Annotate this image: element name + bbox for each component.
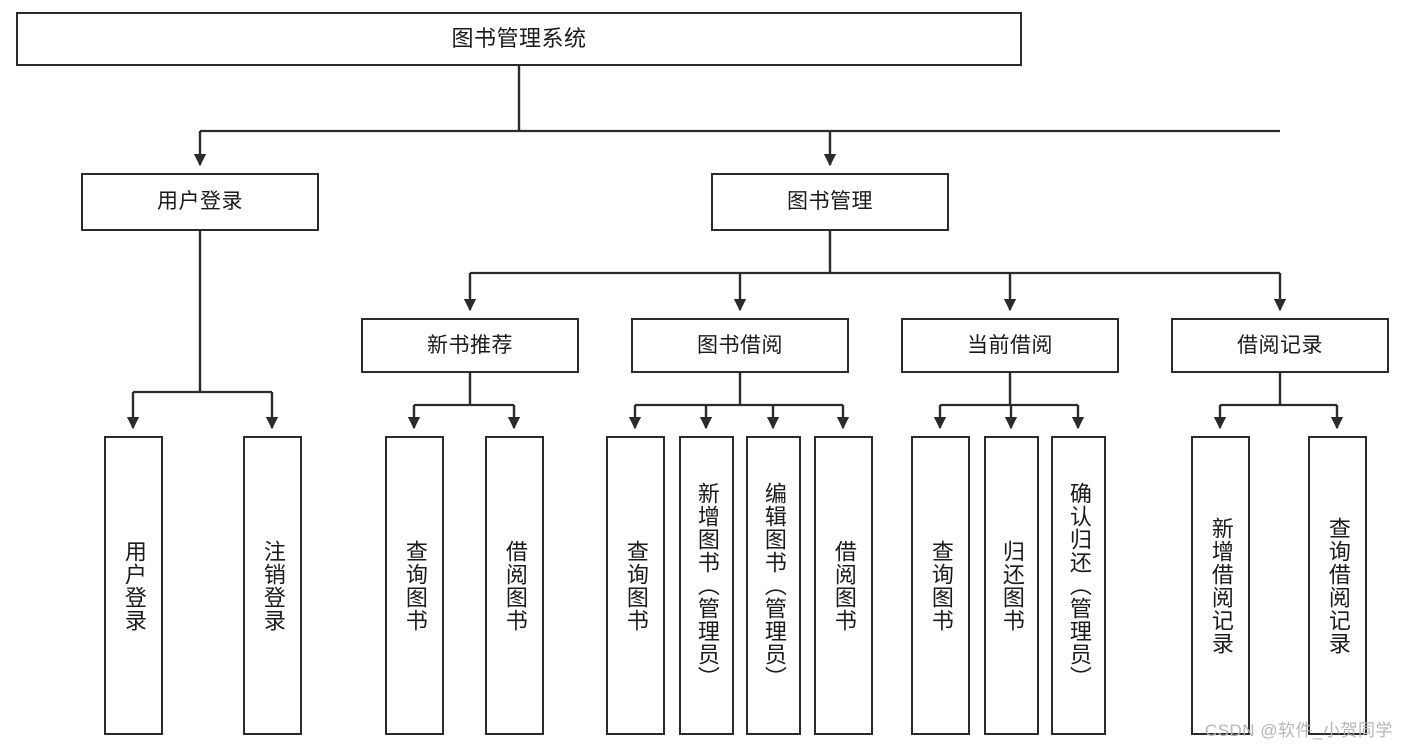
leaf-query-book-borrow[interactable]: 查询图书 — [606, 436, 665, 735]
leaf-borrow-book[interactable]: 借阅图书 — [814, 436, 873, 735]
leaf-borrow-book-rec[interactable]: 借阅图书 — [485, 436, 544, 735]
leaf-edit-book-admin[interactable]: 编辑图书（管理员） — [746, 436, 801, 735]
leaf-user-login[interactable]: 用户登录 — [104, 436, 163, 735]
csdn-watermark: CSDN @软件_小贺同学 — [1204, 721, 1393, 740]
node-new-book-recommend[interactable]: 新书推荐 — [361, 318, 579, 373]
leaf-add-borrow-record[interactable]: 新增借阅记录 — [1191, 436, 1250, 735]
leaf-query-borrow-record[interactable]: 查询借阅记录 — [1308, 436, 1367, 735]
node-borrow-record[interactable]: 借阅记录 — [1171, 318, 1389, 373]
node-book-management[interactable]: 图书管理 — [711, 173, 949, 231]
leaf-return-book[interactable]: 归还图书 — [984, 436, 1039, 735]
node-root-system[interactable]: 图书管理系统 — [16, 12, 1022, 66]
node-current-borrow[interactable]: 当前借阅 — [901, 318, 1119, 373]
leaf-query-book-rec[interactable]: 查询图书 — [385, 436, 444, 735]
leaf-confirm-return-admin[interactable]: 确认归还（管理员） — [1051, 436, 1106, 735]
node-user-login[interactable]: 用户登录 — [81, 173, 319, 231]
leaf-logout[interactable]: 注销登录 — [243, 436, 302, 735]
node-book-borrow[interactable]: 图书借阅 — [631, 318, 849, 373]
leaf-query-book-current[interactable]: 查询图书 — [911, 436, 970, 735]
leaf-add-book-admin[interactable]: 新增图书（管理员） — [679, 436, 734, 735]
